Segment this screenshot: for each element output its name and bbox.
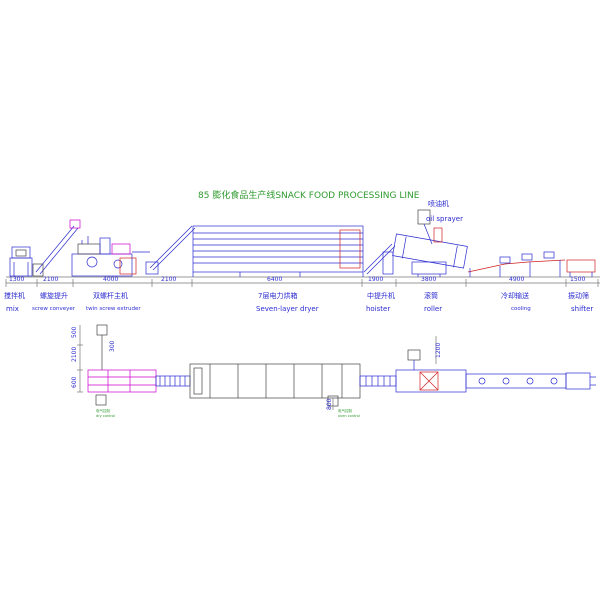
vibrating-shifter xyxy=(566,259,596,277)
plan-dimensions: 500 2100 600 300 800 1200 xyxy=(71,326,442,410)
dim-shifter: 1500 xyxy=(570,276,585,283)
station-screw-en: screw conveyer xyxy=(32,306,76,312)
dim-right-1200: 1200 xyxy=(435,343,442,358)
dim-mixer: 1300 xyxy=(9,276,24,283)
dim-dryer: 6400 xyxy=(267,276,282,283)
hoister xyxy=(363,243,396,275)
station-shifter-en: shifter xyxy=(571,305,593,313)
dim-cooling: 4900 xyxy=(509,276,524,283)
control-center-label-en: oven control xyxy=(338,414,360,418)
oil-sprayer-label-en: oil sprayer xyxy=(426,215,463,223)
control-center-label: 电气控制 xyxy=(338,408,352,413)
control-left-label: 电气控制 xyxy=(96,408,110,413)
control-left-label-en: dry control xyxy=(96,414,115,418)
roller-drum xyxy=(392,233,468,277)
dim-left-300: 300 xyxy=(109,340,116,352)
station-cooling-en: cooling xyxy=(511,306,531,312)
dim-extruder: 4000 xyxy=(103,276,118,283)
screw-conveyer xyxy=(32,219,81,277)
dim-left-2100: 2100 xyxy=(71,347,78,362)
dim-left-600: 600 xyxy=(71,376,78,388)
plan-view xyxy=(77,324,596,410)
cooling-conveyor xyxy=(467,251,566,277)
station-dryer-en: Seven-layer dryer xyxy=(256,305,319,313)
feed-conveyor xyxy=(145,225,196,275)
twin-screw-extruder xyxy=(71,236,150,277)
cooling-plan xyxy=(465,372,596,390)
station-labels: 搅拌机 mix 螺旋提升 screw conveyer 双螺杆主机 twin s… xyxy=(4,291,593,313)
dim-roller: 3800 xyxy=(421,276,436,283)
station-extruder-en: twin screw extruder xyxy=(86,306,141,312)
elevation-view xyxy=(5,209,600,287)
station-shifter-cn: 振动筛 xyxy=(568,291,589,300)
control-box-top xyxy=(96,324,108,336)
oil-sprayer-label-cn: 喷油机 xyxy=(428,199,449,208)
oil-sprayer xyxy=(417,209,443,245)
drum-plan xyxy=(395,349,467,393)
dryer-plan xyxy=(189,363,361,399)
dim-left-500: 500 xyxy=(71,326,78,338)
station-extruder-cn: 双螺杆主机 xyxy=(93,291,128,300)
station-hoister-en: hoister xyxy=(366,305,390,313)
station-mix-cn: 搅拌机 xyxy=(4,291,25,300)
dim-screw: 2100 xyxy=(43,276,58,283)
seven-layer-dryer xyxy=(192,225,364,277)
station-roller-cn: 滚筒 xyxy=(424,291,438,300)
extruder-plan xyxy=(87,369,157,393)
station-screw-cn: 螺旋提升 xyxy=(40,291,68,300)
station-dryer-cn: 7层电力烘箱 xyxy=(258,291,297,300)
station-cooling-cn: 冷却输送 xyxy=(501,291,529,300)
top-dimensions: 1300 2100 4000 2100 6400 1900 3800 4900 … xyxy=(9,276,585,283)
station-roller-en: roller xyxy=(424,305,442,313)
mixer xyxy=(9,246,33,277)
dim-hoister: 1900 xyxy=(368,276,383,283)
dim-center-800: 800 xyxy=(326,398,333,410)
station-hoister-cn: 中提升机 xyxy=(367,291,395,300)
drawing-title: 85 膨化食品生产线SNACK FOOD PROCESSING LINE xyxy=(198,189,420,201)
control-box-left xyxy=(95,394,107,406)
station-mix-en: mix xyxy=(6,305,19,313)
dim-feed: 2100 xyxy=(161,276,176,283)
